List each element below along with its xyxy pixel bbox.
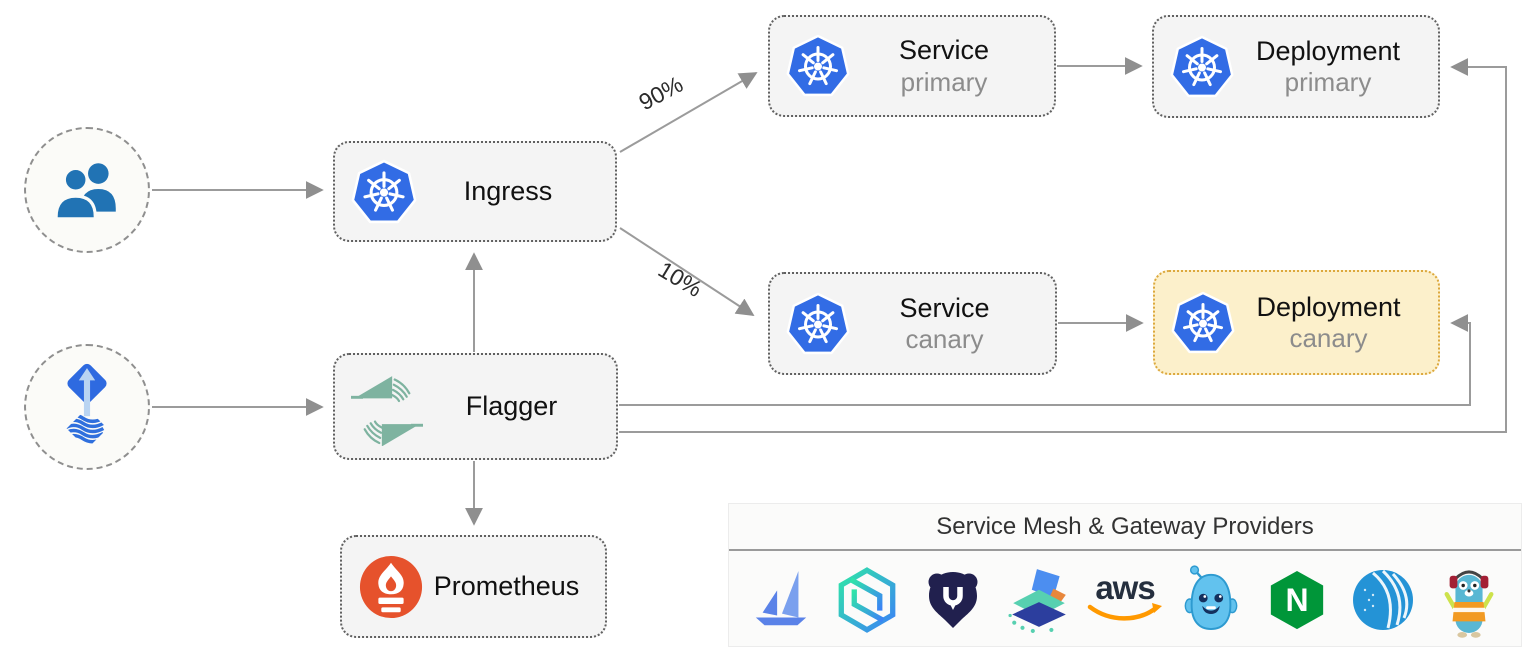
flagger-node: Flagger (333, 353, 618, 460)
kubernetes-icon (786, 291, 850, 357)
aws-wordmark: aws (1095, 568, 1155, 606)
service-canary-label: Service canary (850, 292, 1039, 356)
flagger-icon (351, 368, 423, 446)
apisix-icon (827, 556, 907, 644)
deployment-canary-label: Deployment canary (1235, 291, 1422, 355)
deployment-primary-title: Deployment (1255, 35, 1401, 66)
users-actor (24, 127, 150, 253)
aws-app-mesh-icon: aws (1085, 556, 1165, 644)
service-canary-subtitle: canary (905, 324, 984, 355)
deployment-canary-subtitle: canary (1289, 323, 1368, 354)
release-actor (24, 344, 150, 470)
prometheus-icon (358, 554, 424, 620)
kubernetes-icon (1170, 34, 1234, 100)
nginx-icon: N (1257, 556, 1337, 644)
deployment-canary-title: Deployment (1256, 291, 1401, 322)
users-icon (50, 159, 124, 221)
kubernetes-icon (1171, 290, 1235, 356)
flagger-label: Flagger (465, 391, 558, 422)
service-primary-label: Service primary (850, 34, 1038, 98)
kubernetes-icon (351, 158, 417, 226)
gloo-icon (1171, 556, 1251, 644)
release-update-icon (54, 361, 120, 453)
service-canary-node: Service canary (768, 272, 1057, 375)
traffic-weight-primary-label: 90% (634, 70, 688, 116)
contour-icon (1343, 556, 1423, 644)
deployment-primary-subtitle: primary (1284, 67, 1372, 98)
service-primary-node: Service primary (768, 15, 1056, 117)
traffic-weight-canary-label: 10% (653, 256, 707, 303)
gateway-api-icon (999, 556, 1079, 644)
ingress-label: Ingress (463, 176, 553, 207)
service-primary-title: Service (898, 35, 990, 66)
service-canary-title: Service (899, 292, 990, 323)
prometheus-node: Prometheus (340, 535, 607, 638)
providers-logo-row: aws (729, 551, 1521, 644)
deployment-primary-node: Deployment primary (1152, 15, 1440, 118)
prometheus-label: Prometheus (433, 571, 580, 602)
istio-icon (741, 556, 821, 644)
kubernetes-icon (786, 33, 850, 99)
service-primary-subtitle: primary (900, 66, 988, 97)
deployment-primary-label: Deployment primary (1234, 35, 1422, 99)
providers-title: Service Mesh & Gateway Providers (729, 504, 1521, 551)
nginx-letter: N (1285, 581, 1309, 618)
traefik-icon (1429, 556, 1509, 644)
kuma-icon (913, 556, 993, 644)
deployment-canary-node: Deployment canary (1153, 270, 1440, 375)
providers-panel: Service Mesh & Gateway Providers (728, 503, 1522, 647)
ingress-node: Ingress (333, 141, 617, 242)
